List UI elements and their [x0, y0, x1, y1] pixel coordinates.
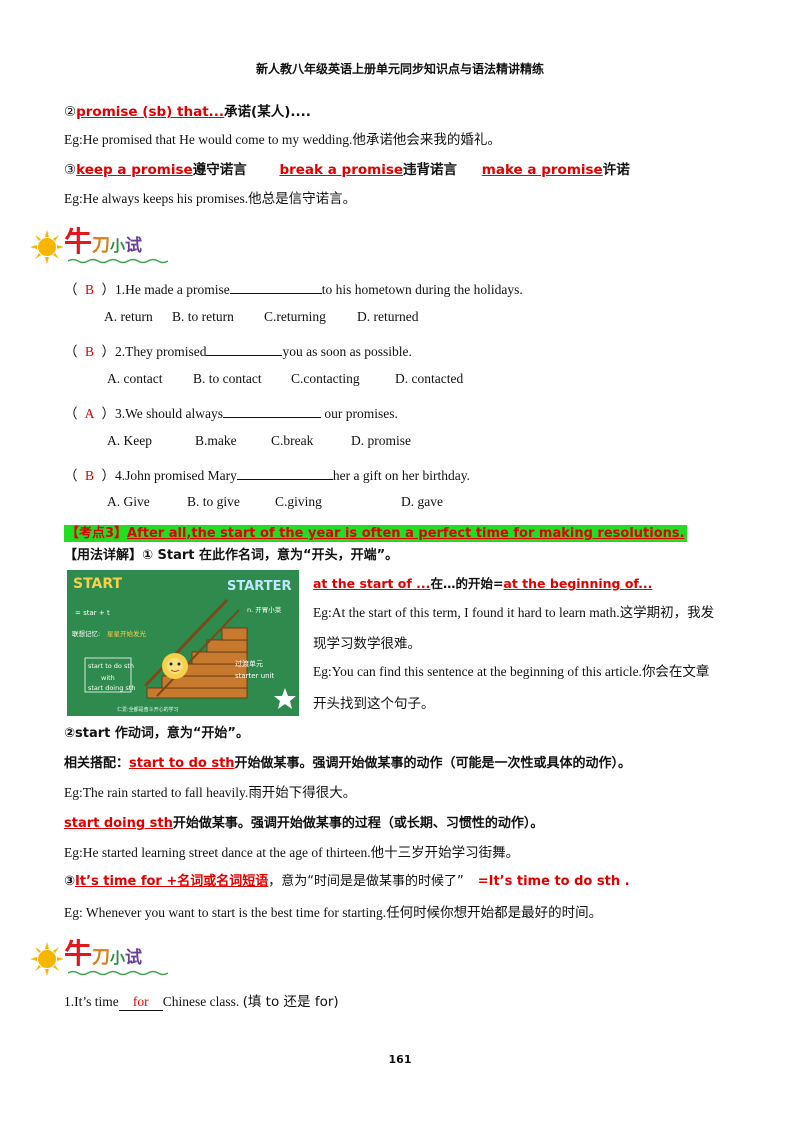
- noun-phrase-line: at the start of ...在…的开始=at the beginnin…: [313, 576, 653, 591]
- sun-icon: [30, 229, 64, 264]
- svg-text:starter unit: starter unit: [235, 672, 275, 680]
- wavy-underline: [68, 970, 168, 976]
- svg-text:start to do sth: start to do sth: [88, 662, 134, 670]
- phrase-start-doing: start doing sth: [64, 816, 173, 831]
- svg-text:start doing sth: start doing sth: [88, 684, 135, 692]
- example-sentence: Eg:He started learning street dance at t…: [64, 845, 520, 861]
- svg-text:n. 开胃小菜: n. 开胃小菜: [247, 605, 282, 614]
- staircase-illustration: START STARTER = star + t 联想记忆: 星星开始发光 st…: [67, 570, 299, 716]
- answer-blank: [223, 405, 322, 418]
- answer: B: [84, 468, 94, 483]
- usage-explanation: 【用法详解】① Start 在此作名词，意为“开头，开端”。: [64, 548, 399, 563]
- wavy-underline: [68, 258, 168, 264]
- example-translation: 开头找到这个句子。: [313, 696, 435, 712]
- phrase-break-promise: break a promise: [279, 162, 404, 178]
- example-translation: 现学习数学很难。: [313, 636, 421, 652]
- example-sentence: Eg:He promised that He would come to my …: [64, 132, 501, 148]
- phrase-keep-promise: keep a promise: [76, 162, 193, 178]
- example-sentence: Eg:You can find this sentence at the beg…: [313, 664, 710, 680]
- phrase-at-the-start-of: at the start of ...: [313, 576, 431, 591]
- answer: B: [84, 344, 94, 359]
- phrase-promise-that: promise (sb) that...: [76, 104, 225, 120]
- answer: A: [84, 406, 95, 421]
- example-sentence: Eg:He always keeps his promises.他总是信守诺言。: [64, 191, 357, 207]
- section-title-practice: 牛刀小试: [30, 220, 168, 264]
- star-logo-icon: [274, 688, 296, 709]
- svg-text:= star + t: = star + t: [75, 609, 110, 617]
- phrase-its-time-for: It’s time for +名词或名词短语: [75, 874, 269, 889]
- example-sentence: Eg:The rain started to fall heavily.雨开始下…: [64, 785, 357, 801]
- flower-icon: [162, 653, 188, 679]
- svg-text:过渡单元: 过渡单元: [235, 659, 263, 668]
- section-title-practice: 牛刀小试: [30, 932, 168, 976]
- verb-usage-title: ②start 作动词，意为“开始”。: [64, 726, 249, 741]
- answer-blank: [236, 467, 333, 480]
- label-start: START: [73, 576, 123, 592]
- promise-that-line: ②promise (sb) that...承诺(某人)....: [64, 104, 311, 120]
- starter-illustration: START STARTER = star + t 联想记忆: 星星开始发光 st…: [67, 570, 299, 716]
- example-sentence: Eg:At the start of this term, I found it…: [313, 605, 715, 621]
- promise-phrases-line: ③keep a promise遵守诺言 break a promise违背诺言 …: [64, 162, 630, 178]
- phrase-make-promise: make a promise: [481, 162, 603, 178]
- phrase-start-to-do: start to do sth: [129, 756, 235, 771]
- svg-text:联想记忆:: 联想记忆:: [72, 629, 100, 638]
- page-header: 新人教八年级英语上册单元同步知识点与语法精讲精练: [255, 62, 544, 76]
- collocation-line-1: 相关搭配：start to do sth开始做某事。强调开始做某事的动作（可能是…: [64, 756, 632, 771]
- svg-text:仁爱:全都是奋斗开心的学习: 仁爱:全都是奋斗开心的学习: [117, 706, 179, 713]
- answer-blank: [229, 281, 322, 294]
- svg-text:星星开始发光: 星星开始发光: [107, 629, 147, 638]
- answer-blank: [206, 343, 283, 356]
- example-sentence: Eg: Whenever you want to start is the be…: [64, 905, 603, 921]
- svg-text:with: with: [101, 674, 115, 682]
- phrase-at-the-beginning-of: at the beginning of...: [503, 576, 653, 591]
- answer: for: [118, 994, 163, 1011]
- page-number: 161: [388, 1053, 412, 1066]
- label-starter: STARTER: [227, 579, 291, 594]
- question-3: （A）3.We should always our promises.: [64, 405, 398, 422]
- collocation-line-2: start doing sth开始做某事。强调开始做某事的过程（或长期、习惯性的…: [64, 816, 544, 831]
- its-time-for-line: ③It’s time for +名词或名词短语，意为“时间是是做某事的时候了”=…: [64, 874, 630, 889]
- sun-icon: [30, 941, 64, 976]
- answer: B: [84, 282, 94, 297]
- key-point-banner: 【考点3】After all,the start of the year is …: [64, 525, 687, 542]
